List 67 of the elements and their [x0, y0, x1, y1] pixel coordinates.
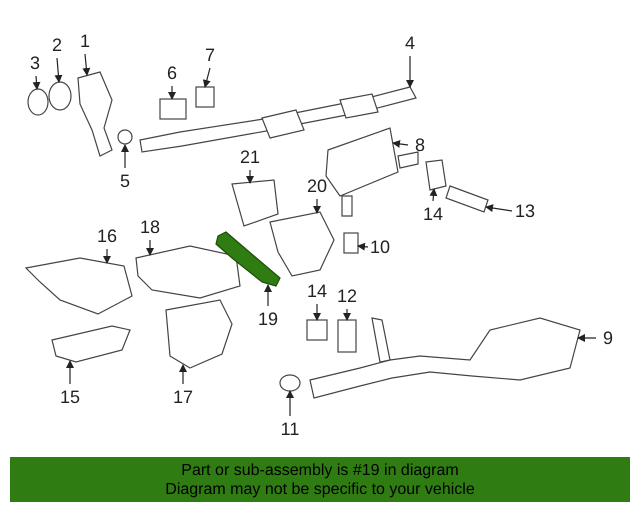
hanger-drawing [445, 185, 489, 213]
gasket-drawing [117, 129, 133, 145]
gasket-drawing [48, 81, 72, 111]
callout-number: 15 [60, 388, 80, 406]
callout-number: 5 [120, 172, 130, 190]
leader-line [121, 144, 129, 168]
leader-line [168, 86, 176, 100]
leader-line [406, 56, 414, 88]
bracket-drawing [159, 98, 187, 120]
leader-line [343, 309, 351, 321]
leader-line [82, 54, 90, 76]
callout-number: 11 [280, 420, 300, 438]
highlighted-heat-shield-drawing [215, 231, 281, 287]
leader-line [103, 249, 111, 264]
rear-muffler-drawing [309, 317, 581, 399]
converter-drawing [77, 71, 113, 157]
callout-number: 2 [52, 36, 62, 54]
notice-banner [10, 457, 630, 502]
callout-number: 8 [415, 136, 425, 154]
heat-shield-drawing [269, 211, 335, 277]
leader-line [146, 240, 154, 256]
hanger-drawing [425, 159, 447, 191]
notice-text: Diagram may not be specific to your vehicle [165, 480, 475, 498]
callout-number: 6 [167, 64, 177, 82]
callout-number: 14 [306, 282, 328, 300]
leader-line [32, 76, 40, 90]
leader-line [357, 242, 368, 251]
leader-line [66, 360, 74, 384]
callout-number: 4 [405, 34, 415, 52]
leader-line [577, 334, 596, 342]
clamp-drawing [279, 374, 301, 392]
callout-number: 17 [172, 388, 194, 406]
callout-number: 16 [96, 227, 118, 245]
callout-number: 12 [336, 287, 358, 305]
leader-line [202, 68, 211, 88]
callout-number: 13 [514, 202, 536, 220]
callout-number: 18 [140, 218, 160, 236]
callout-number: 21 [240, 148, 260, 166]
leader-line [286, 390, 294, 416]
leader-line [246, 170, 254, 184]
callout-number: 14 [422, 205, 444, 223]
callout-number: 1 [80, 32, 90, 50]
callout-number: 3 [30, 54, 40, 72]
heat-shield-drawing [231, 179, 279, 227]
callout-number: 7 [205, 46, 215, 64]
bracket-drawing [195, 86, 215, 108]
leader-line [485, 204, 512, 212]
leader-line [392, 140, 408, 148]
heat-shield-drawing [165, 299, 233, 369]
heat-shield-drawing [24, 257, 133, 315]
notice-text: Part or sub-assembly is #19 in diagram [181, 460, 459, 480]
leader-line [179, 364, 187, 384]
leader-line [54, 58, 62, 83]
hanger-drawing [306, 319, 328, 341]
leader-line [313, 304, 321, 321]
leader-line [313, 199, 321, 214]
leader-line [264, 284, 272, 306]
heat-shield-drawing [51, 325, 131, 363]
ring-drawing [27, 88, 49, 116]
leader-line [429, 188, 438, 202]
callout-number: 20 [306, 177, 328, 195]
callout-number: 9 [603, 329, 613, 347]
clamp-drawing [343, 232, 359, 254]
callout-number: 10 [370, 238, 390, 256]
heat-shield-drawing [135, 245, 241, 299]
bracket-drawing [337, 319, 357, 353]
callout-number: 19 [258, 310, 278, 328]
